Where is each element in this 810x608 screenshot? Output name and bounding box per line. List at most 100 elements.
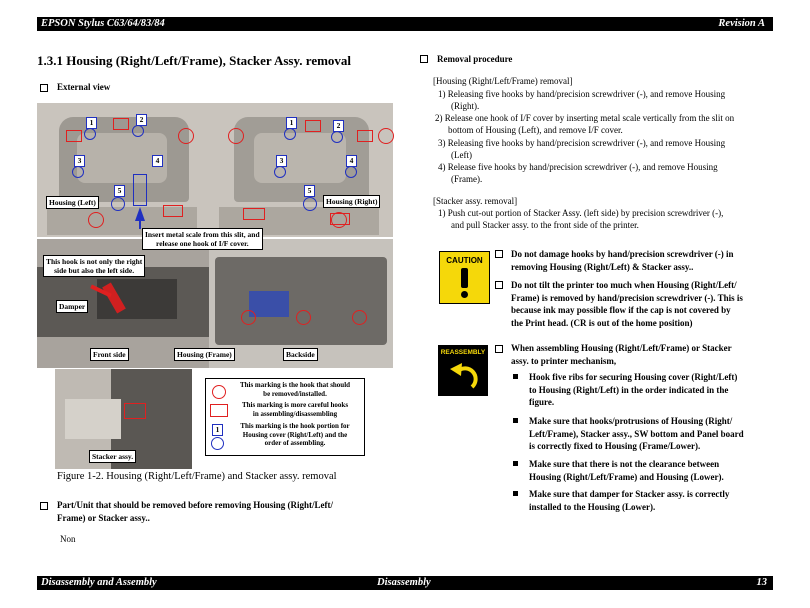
legend-line: This marking is the hook portion for bbox=[240, 422, 350, 430]
reassembly-icon: REASSEMBLY bbox=[438, 345, 488, 396]
step-line: and pull Stacker assy. to the front side… bbox=[451, 220, 639, 230]
caution-line: removing Housing (Right/Left) & Stacker … bbox=[511, 261, 694, 272]
legend-line: be removed/installed. bbox=[263, 389, 327, 398]
reassembly-line: Make sure that there is not the clearanc… bbox=[529, 459, 720, 469]
step-line: 1) Push cut-out portion of Stacker Assy.… bbox=[438, 208, 724, 218]
hook-blue-marker bbox=[284, 128, 296, 140]
red-square-icon bbox=[210, 404, 228, 417]
arrow-shaft bbox=[139, 219, 141, 229]
arrow-up-icon bbox=[135, 207, 145, 221]
hook-red-marker bbox=[378, 128, 394, 144]
photo-housing-right bbox=[209, 103, 393, 237]
removal-procedure-heading: Removal procedure bbox=[437, 54, 513, 64]
step-line: (Frame). bbox=[451, 174, 483, 184]
insert-note-line: release one hook of I/F cover. bbox=[156, 239, 249, 248]
step-line: bottom of Housing (Left), and remove I/F… bbox=[448, 125, 623, 135]
bullet-icon bbox=[513, 374, 518, 379]
caution-line: the Print head. (CR is out of the home p… bbox=[511, 317, 693, 328]
caution-icon-label: CAUTION bbox=[446, 256, 483, 265]
reassembly-icon-label: REASSEMBLY bbox=[440, 349, 486, 356]
legend-line: This marking is the hook that should bbox=[239, 381, 351, 389]
hook-blue-marker bbox=[132, 125, 144, 137]
hook-note-line: This hook is not only the right bbox=[46, 257, 143, 266]
careful-hook-marker bbox=[357, 130, 373, 142]
caution-line: Frame) is removed by hand/precision scre… bbox=[511, 292, 743, 303]
step-line: 4) Release five hooks by hand/precision … bbox=[438, 162, 718, 172]
hook-red-marker bbox=[352, 310, 367, 325]
hook-blue-marker bbox=[303, 197, 317, 211]
housing-step-3: 3) Releasing five hooks by hand/precisio… bbox=[438, 137, 725, 161]
housing-removal-heading: [Housing (Right/Left/Frame) removal] bbox=[433, 76, 573, 86]
legend-text-red-square: This marking is more careful hooks in as… bbox=[228, 401, 362, 418]
reassembly-intro-line: assy. to printer mechanism, bbox=[511, 355, 617, 366]
bullet-icon bbox=[513, 418, 518, 423]
label-housing-frame: Housing (Frame) bbox=[174, 348, 235, 361]
figure-caption: Figure 1-2. Housing (Right/Left/Frame) a… bbox=[57, 471, 337, 482]
figure-legend: This marking is the hook that should be … bbox=[205, 378, 365, 456]
header-bar: EPSON Stylus C63/64/83/84 Revision A bbox=[37, 17, 773, 31]
reassembly-item-3: Make sure that there is not the clearanc… bbox=[529, 458, 724, 483]
part-unit-line: Frame) or Stacker assy.. bbox=[57, 512, 150, 523]
housing-step-1: 1) Releasing five hooks by hand/precisio… bbox=[438, 88, 725, 112]
external-view-heading: External view bbox=[57, 82, 111, 92]
checkbox-icon bbox=[495, 281, 503, 289]
legend-line: order of assembling. bbox=[264, 439, 326, 447]
label-stacker-assy: Stacker assy. bbox=[89, 450, 137, 463]
label-housing-left: Housing (Left) bbox=[46, 196, 99, 209]
reassembly-intro: When assembling Housing (Right/Left/Fram… bbox=[511, 342, 732, 367]
footer-section: Disassembly bbox=[377, 577, 431, 588]
step-line: (Left) bbox=[451, 150, 472, 160]
part-unit-value: Non bbox=[60, 534, 76, 544]
reassembly-line: to Housing (Right/Left) in the order ind… bbox=[529, 384, 729, 395]
legend-line: in assembling/disassembling bbox=[252, 409, 338, 418]
caution-item-2: Do not tilt the printer too much when Ho… bbox=[511, 279, 743, 329]
hook-red-marker bbox=[296, 310, 311, 325]
reassembly-line: Make sure that damper for Stacker assy. … bbox=[529, 489, 730, 499]
label-housing-right: Housing (Right) bbox=[323, 195, 381, 208]
caution-line: because ink may possible flow if the cap… bbox=[511, 305, 731, 315]
insert-note-line: Insert metal scale from this slit, and bbox=[145, 230, 260, 239]
hook-red-marker bbox=[241, 310, 256, 325]
reassembly-line: Hook five ribs for securing Housing cove… bbox=[529, 372, 738, 382]
caution-line: Do not tilt the printer too much when Ho… bbox=[511, 280, 737, 290]
reassembly-line: Make sure that hooks/protrusions of Hous… bbox=[529, 416, 733, 426]
hook-blue-marker bbox=[345, 166, 357, 178]
careful-hook-marker bbox=[330, 213, 350, 225]
reassembly-line: figure. bbox=[529, 397, 555, 407]
marker-number-5: 5 bbox=[304, 185, 315, 197]
header-product: EPSON Stylus C63/64/83/84 bbox=[41, 18, 165, 29]
stacker-step-1: 1) Push cut-out portion of Stacker Assy.… bbox=[438, 207, 723, 231]
legend-line: Housing cover (Right/Left) and the bbox=[242, 430, 348, 439]
red-circle-icon bbox=[212, 385, 226, 399]
section-title: 1.3.1 Housing (Right/Left/Frame), Stacke… bbox=[37, 53, 352, 68]
blue-circle-icon bbox=[211, 437, 224, 450]
checkbox-icon bbox=[495, 250, 503, 258]
reassembly-item-2: Make sure that hooks/protrusions of Hous… bbox=[529, 415, 744, 453]
step-line: 3) Releasing five hooks by hand/precisio… bbox=[438, 138, 726, 148]
hook-blue-marker bbox=[274, 166, 286, 178]
numbered-marker-icon: 1 bbox=[212, 424, 223, 436]
part-unit-line: Part/Unit that should be removed before … bbox=[57, 500, 333, 510]
footer-page-number: 13 bbox=[756, 577, 768, 588]
photo-housing-left bbox=[37, 103, 209, 237]
careful-hook-marker bbox=[113, 118, 129, 130]
return-arrow-icon bbox=[450, 363, 478, 389]
caution-icon: CAUTION bbox=[439, 251, 490, 304]
label-insert-note: Insert metal scale from this slit, and r… bbox=[142, 228, 263, 250]
checkbox-icon bbox=[40, 502, 48, 510]
hook-blue-marker bbox=[111, 197, 125, 211]
reassembly-item-1: Hook five ribs for securing Housing cove… bbox=[529, 371, 737, 409]
reassembly-line: is correctly fixed to Housing (Frame/Low… bbox=[529, 441, 701, 451]
checkbox-icon bbox=[40, 84, 48, 92]
hook-red-marker bbox=[331, 212, 347, 228]
step-line: 2) Release one hook of I/F cover by inse… bbox=[435, 113, 735, 123]
hook-note-line: side but also the left side. bbox=[54, 266, 135, 275]
hook-blue-marker bbox=[331, 131, 343, 143]
careful-hook-marker bbox=[163, 205, 183, 217]
legend-text-numbered: This marking is the hook portion for Hou… bbox=[228, 422, 362, 448]
slit-marker bbox=[133, 174, 147, 206]
caution-line: Do not damage hooks by hand/precision sc… bbox=[511, 249, 734, 259]
hook-red-marker bbox=[178, 128, 194, 144]
reassembly-line: Left/Frame), Stacker assy., SW bottom an… bbox=[529, 428, 744, 439]
part-unit-heading: Part/Unit that should be removed before … bbox=[57, 499, 333, 524]
